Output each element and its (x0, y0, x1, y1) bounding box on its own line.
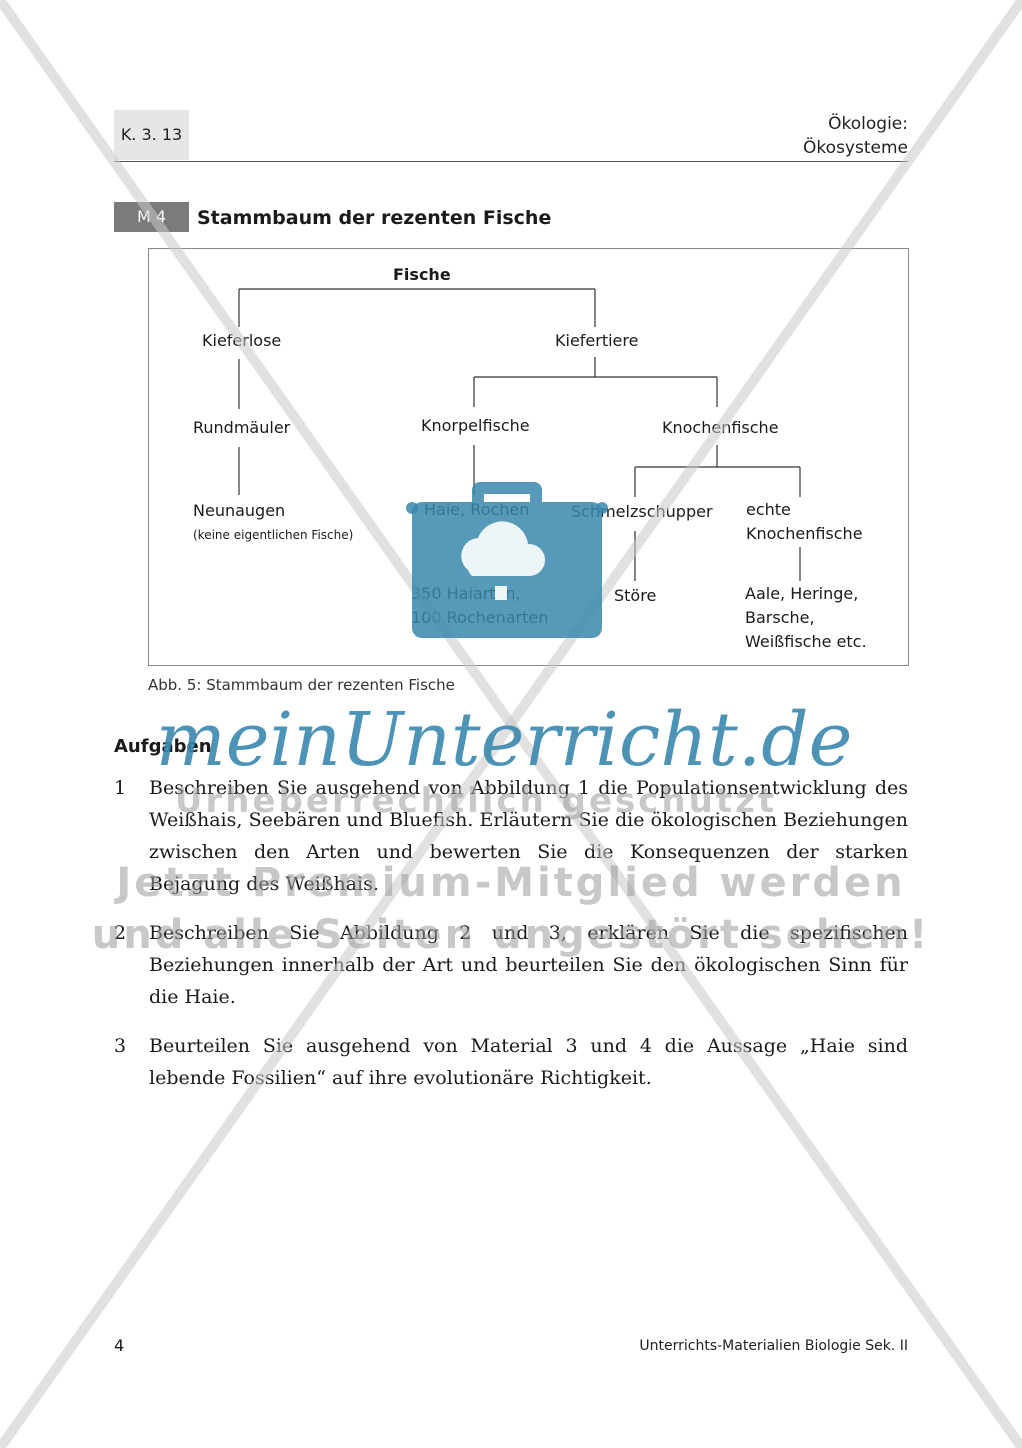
node-neunaugen: Neunaugen (keine eigentlichen Fische) (193, 499, 353, 547)
task-item: 3 Beurteilen Sie ausgehend von Material … (114, 1030, 908, 1094)
material-code: K. 3. 13 (114, 110, 189, 160)
task-number: 1 (114, 777, 127, 799)
task-item: 1 Beschreiben Sie ausgehend von Abbildun… (114, 772, 908, 900)
tasks-heading: Aufgaben (114, 736, 212, 757)
topic-label: Ökologie: Ökosysteme (803, 112, 908, 160)
fish-tree-diagram: Fische Kieferlose Kiefertiere Rundmäuler… (148, 248, 909, 666)
node-rundmaeuler: Rundmäuler (193, 418, 291, 437)
node-knorpelfische: Knorpelfische (421, 416, 530, 435)
echte-line-2: Knochenfische (746, 524, 863, 543)
node-haie-count: 350 Haiarten, 100 Rochenarten (411, 582, 548, 630)
node-stoere: Störe (614, 586, 657, 605)
header-divider (114, 161, 908, 162)
task-text: Beschreiben Sie ausgehend von Abbildung … (149, 777, 908, 895)
figure-caption: Abb. 5: Stammbaum der rezenten Fische (148, 676, 455, 694)
echte-line-1: echte (746, 500, 791, 519)
node-fische: Fische (393, 265, 451, 284)
topic-line-1: Ökologie: (828, 114, 908, 134)
haie-count-line-1: 350 Haiarten, (411, 584, 521, 603)
task-text: Beschreiben Sie Abbildung 2 und 3, erklä… (149, 922, 908, 1008)
neunaugen-label: Neunaugen (193, 501, 286, 520)
node-haie-rochen: Haie, Rochen (424, 500, 530, 519)
node-kieferlose: Kieferlose (202, 331, 282, 350)
task-text: Beurteilen Sie ausgehend von Material 3 … (149, 1035, 908, 1089)
material-title: Stammbaum der rezenten Fische (197, 207, 552, 229)
task-number: 3 (114, 1035, 127, 1057)
node-kiefertiere: Kiefertiere (555, 331, 639, 350)
node-schmelzschupper: Schmelzschupper (571, 502, 713, 521)
haie-count-line-2: 100 Rochenarten (411, 608, 549, 627)
node-knochenfische: Knochenfische (662, 418, 779, 437)
material-tag: M 4 (114, 202, 189, 232)
footer-source: Unterrichts-Materialien Biologie Sek. II (639, 1338, 908, 1354)
examples-line-1: Aale, Heringe, (745, 584, 859, 603)
node-echte-knochenfische: echte Knochenfische (746, 498, 863, 546)
node-examples: Aale, Heringe, Barsche, Weißfische etc. (745, 582, 867, 654)
examples-line-3: Weißfische etc. (745, 632, 867, 651)
topic-line-2: Ökosysteme (803, 138, 908, 158)
task-item: 2 Beschreiben Sie Abbildung 2 und 3, erk… (114, 917, 908, 1013)
neunaugen-note: (keine eigentlichen Fische) (193, 528, 354, 542)
watermark-brand: meinUnterricht.de (156, 697, 853, 783)
examples-line-2: Barsche, (745, 608, 815, 627)
page-number: 4 (114, 1336, 125, 1355)
task-number: 2 (114, 922, 127, 944)
